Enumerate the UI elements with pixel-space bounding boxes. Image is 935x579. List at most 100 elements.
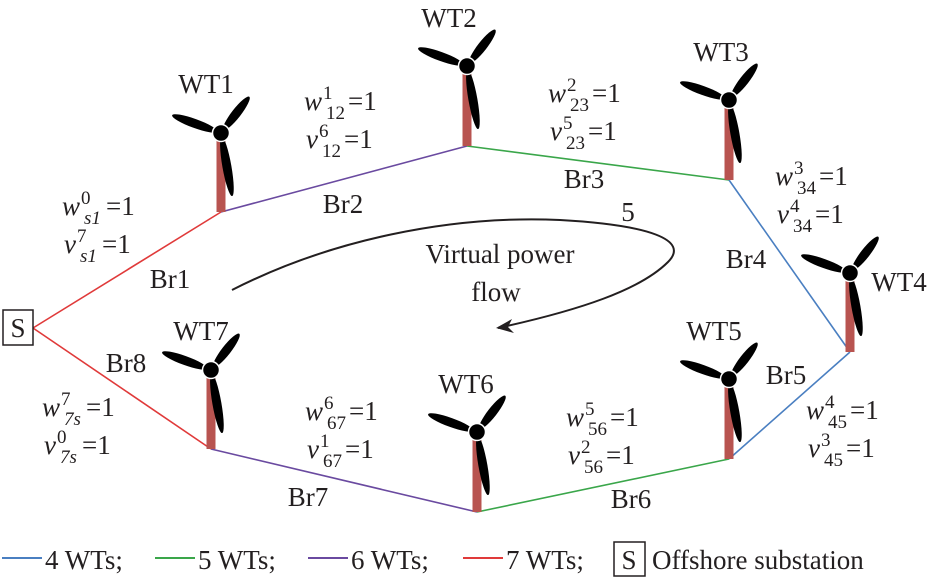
legend: 4 WTs;5 WTs;6 WTs;7 WTs; — [2, 545, 584, 575]
var-subscript: 23 — [566, 133, 585, 154]
virtual-power-flow: Virtual power flow 5 — [231, 197, 675, 333]
var-value: =1 — [102, 229, 131, 259]
offshore-substation: S — [2, 309, 34, 346]
flow-arrow-curve — [231, 218, 675, 329]
var-symbol: w — [548, 78, 566, 108]
cable-branches — [32, 145, 851, 513]
blade-icon — [730, 63, 758, 98]
turbine-wt3 — [680, 63, 758, 180]
legend-item-5-wts: 5 WTs; — [155, 545, 276, 575]
var-subscript: 34 — [797, 178, 817, 199]
var-subscript: 7s — [64, 409, 81, 430]
var-subscript: 45 — [824, 450, 843, 471]
var-value: =1 — [345, 434, 374, 464]
var-value: =1 — [850, 395, 879, 425]
blade-icon — [680, 81, 726, 100]
turbine-wt7 — [162, 333, 240, 449]
var-superscript: 1 — [323, 83, 333, 104]
turbine-wt1 — [172, 96, 250, 212]
var-superscript: 3 — [821, 430, 831, 451]
turbine-labels: WT1 WT2 WT3 WT4 WT5 WT6 WT7 — [173, 3, 927, 399]
var-superscript: 0 — [81, 188, 91, 209]
tower-icon — [845, 273, 855, 352]
branch-labels: Br1 Br2 Br3 Br4 Br5 Br6 Br7 Br8 — [106, 164, 807, 514]
branch-label-br2: Br2 — [323, 189, 364, 219]
var-superscript: 7 — [77, 226, 87, 247]
blade-icon — [220, 136, 234, 197]
legend-label: 5 WTs; — [198, 545, 276, 575]
turbine-wt6 — [428, 395, 506, 512]
var-subscript: 12 — [326, 103, 345, 124]
blade-icon — [849, 276, 863, 337]
turbine-label-wt6: WT6 — [438, 369, 493, 399]
var-value: =1 — [86, 392, 115, 422]
var-value: =1 — [815, 199, 844, 229]
blade-icon — [222, 96, 250, 131]
var-superscript: 5 — [585, 399, 595, 420]
branch-br3 — [466, 145, 730, 181]
turbine-wt4 — [801, 236, 879, 352]
var-symbol: v — [44, 430, 56, 460]
var-superscript: 6 — [319, 121, 329, 142]
tower-icon — [206, 370, 216, 449]
blade-icon — [162, 351, 208, 370]
var-value: =1 — [349, 396, 378, 426]
var-subscript: 23 — [570, 95, 589, 116]
var-symbol: w — [42, 392, 60, 422]
blade-icon — [801, 254, 847, 273]
var-subscript: s1 — [80, 246, 97, 267]
branch-label-br7: Br7 — [288, 482, 329, 512]
blade-icon — [418, 47, 464, 66]
flow-label-line2: flow — [471, 277, 521, 307]
hub-icon — [211, 123, 231, 143]
var-subscript: 7s — [60, 447, 77, 468]
legend-substation: S Offshore substation — [613, 541, 864, 577]
var-subscript: 67 — [323, 451, 342, 472]
var-value: =1 — [588, 116, 617, 146]
turbine-label-wt1: WT1 — [178, 69, 233, 99]
var-superscript: 2 — [581, 437, 591, 458]
hub-icon — [457, 56, 477, 76]
flow-label-line1: Virtual power — [425, 239, 574, 269]
var-symbol: v — [568, 440, 580, 470]
branch-label-br6: Br6 — [611, 484, 652, 514]
blade-icon — [466, 69, 480, 130]
var-value: =1 — [610, 402, 639, 432]
var-symbol: w — [62, 191, 80, 221]
branch-label-br4: Br4 — [726, 244, 767, 274]
var-superscript: 4 — [825, 392, 835, 413]
blade-icon — [428, 413, 474, 432]
blade-icon — [728, 382, 742, 443]
var-subscript: 34 — [793, 216, 813, 237]
hub-icon — [840, 263, 860, 283]
wind-turbines — [162, 29, 879, 512]
blade-icon — [210, 373, 224, 434]
var-superscript: 5 — [563, 113, 573, 134]
var-symbol: v — [808, 433, 820, 463]
branch-label-br8: Br8 — [106, 348, 147, 378]
legend-item-4-wts: 4 WTs; — [2, 545, 123, 575]
blade-icon — [172, 114, 218, 133]
branch-br6 — [476, 458, 730, 513]
turbine-label-wt7: WT7 — [173, 316, 228, 346]
legend-label: 7 WTs; — [506, 545, 584, 575]
flow-arrow-head — [496, 319, 514, 333]
blade-icon — [478, 395, 506, 430]
hub-icon — [467, 422, 487, 442]
var-subscript: 56 — [588, 419, 607, 440]
branch-label-br1: Br1 — [150, 264, 191, 294]
var-subscript: 45 — [828, 412, 847, 433]
branch-br1 — [32, 211, 222, 329]
tower-icon — [724, 379, 734, 459]
